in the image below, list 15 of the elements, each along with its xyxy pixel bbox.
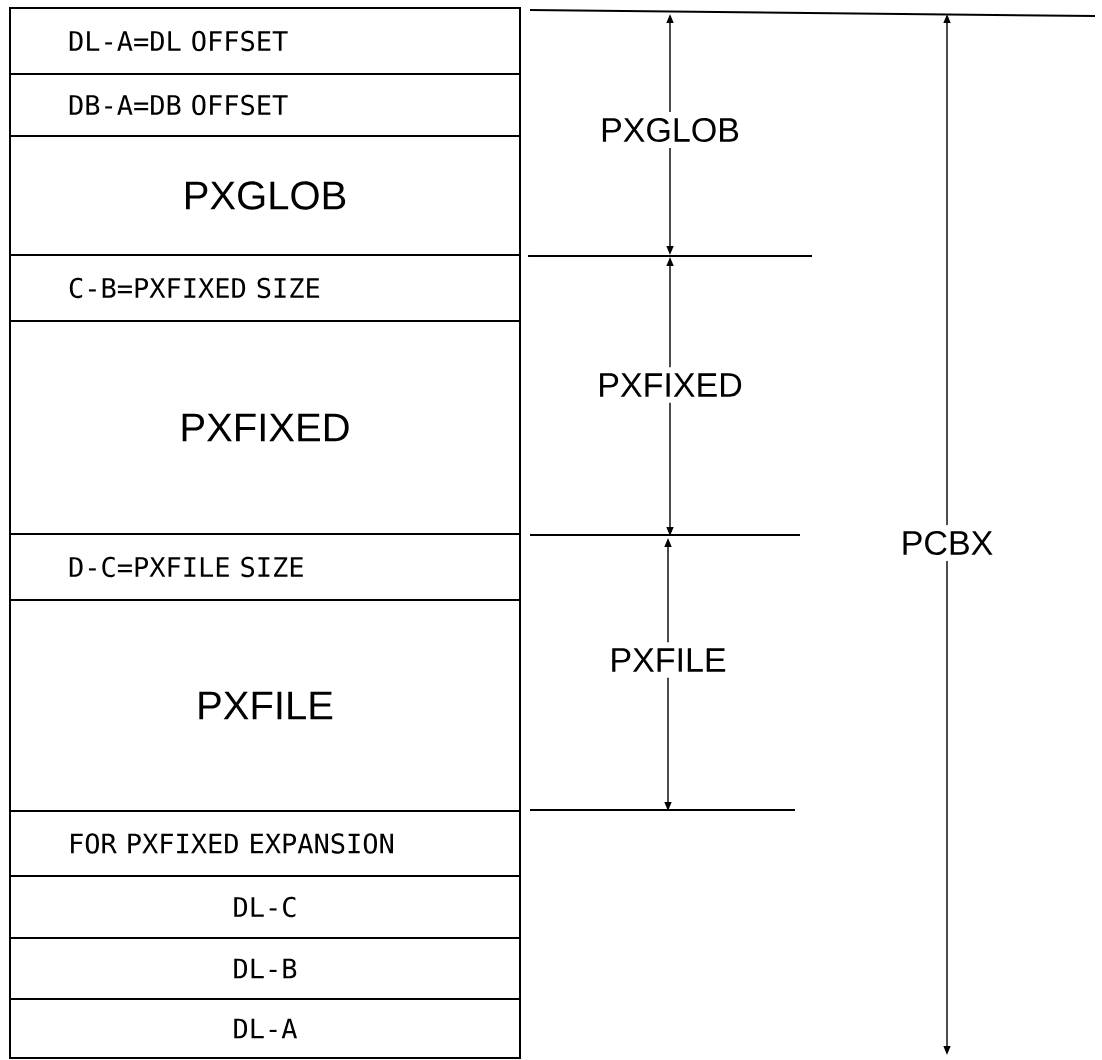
memory-block: C-B=PXFIXED SIZE <box>9 254 521 322</box>
memory-block: PXFIXED <box>9 320 521 535</box>
memory-block: PXGLOB <box>9 135 521 256</box>
memory-block: DB-A=DB OFFSET <box>9 73 521 137</box>
memory-block: DL-C <box>9 875 521 939</box>
dimension-label: PXGLOB <box>594 111 746 149</box>
memory-block: DL-B <box>9 937 521 1000</box>
memory-block: DL-A=DL OFFSET <box>9 7 521 75</box>
dimension-label: PCBX <box>894 524 1000 562</box>
dimension-label: PXFIXED <box>591 367 749 403</box>
memory-block: DL-A <box>9 998 521 1059</box>
dimension-label: PXFILE <box>603 642 733 678</box>
memory-block: FOR PXFIXED EXPANSION <box>9 810 521 877</box>
memory-block: PXFILE <box>9 599 521 812</box>
memory-block: D-C=PXFILE SIZE <box>9 533 521 601</box>
